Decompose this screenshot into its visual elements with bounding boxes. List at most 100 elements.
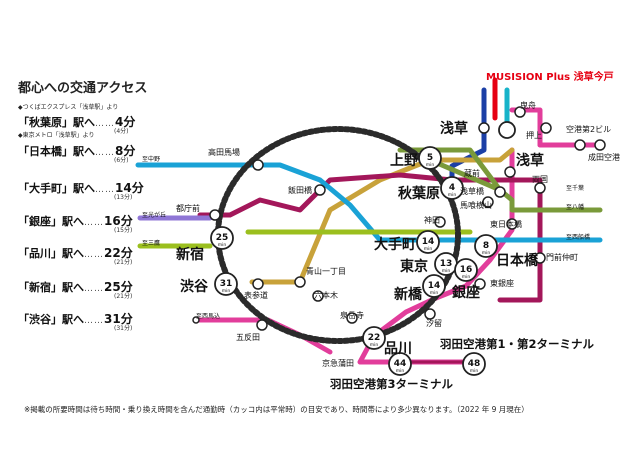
access-dest: 「日本橋」駅へ <box>18 145 95 158</box>
svg-text:min: min <box>448 192 457 198</box>
svg-text:min: min <box>218 242 227 248</box>
svg-text:min: min <box>482 250 491 256</box>
station-shinjuku: 新宿 <box>176 247 204 263</box>
label-yachiyo: 至八幡 <box>566 204 585 211</box>
asakusa-tx-dot <box>478 122 490 134</box>
nishimagome-dot <box>192 316 200 324</box>
station-iidabashi: 飯田橋 <box>288 186 312 195</box>
station-kanda: 神田 <box>424 216 440 225</box>
station-omotesando: 表参道 <box>244 291 268 300</box>
access-row-shinjuku: 「新宿」駅へ……25分 <box>18 280 133 294</box>
access-dest: 「新宿」駅へ <box>18 281 84 294</box>
svg-text:14: 14 <box>422 237 435 247</box>
station-gotanda: 五反田 <box>236 333 260 342</box>
sengakuji-dot <box>346 312 358 324</box>
station-takadanobaba: 高田馬場 <box>208 148 240 157</box>
label-chuo: 至中野 <box>142 156 161 163</box>
access-min: 14分 <box>115 181 144 195</box>
label-chiba: 至千葉 <box>566 185 585 192</box>
station-keikyukamata: 京急蒲田 <box>322 359 354 368</box>
property-name: MUSISION Plus 浅草今戸 <box>486 72 614 83</box>
airport2-dot <box>594 139 606 151</box>
station-ueno: 上野 <box>390 153 418 169</box>
access-dest: 「銀座」駅へ <box>18 215 84 228</box>
access-row-otemachi: 「大手町」駅へ……14分 <box>18 181 144 195</box>
station-nihonbashi: 日本橋 <box>496 253 538 269</box>
label-nishifunabashi: 至西船橋 <box>566 234 591 241</box>
gotanda-dot <box>256 319 268 331</box>
omotesando-dot <box>252 278 264 290</box>
station-asakusa-tx: 浅草 <box>440 121 468 137</box>
access-sub: (4分) <box>114 128 129 135</box>
hibiya-line <box>397 147 603 213</box>
access-min: 8分 <box>115 144 136 158</box>
kuramae-dot <box>504 166 516 178</box>
station-kuramae: 蔵前 <box>464 169 480 178</box>
access-row-nihonbashi: 「日本橋」駅へ……8分 <box>18 144 136 158</box>
access-dest: 「品川」駅へ <box>18 247 84 260</box>
access-min: 16分 <box>104 214 133 228</box>
access-sub: (21分) <box>114 293 133 300</box>
monzen-dot <box>534 252 546 264</box>
station-tokyo: 東京 <box>400 259 428 275</box>
access-min: 22分 <box>104 246 133 260</box>
station-hikifune: 曳舟 <box>520 101 536 110</box>
shiodome-dot <box>424 308 436 320</box>
station-asakusabashi: 浅草橋 <box>460 187 484 196</box>
station-airport2: 空港第2ビル <box>566 125 612 134</box>
svg-text:min: min <box>426 162 435 168</box>
access-sub: (13分) <box>114 194 133 201</box>
station-roppongi: 六本木 <box>314 291 338 300</box>
station-akihabara: 秋葉原 <box>398 186 440 202</box>
svg-text:48: 48 <box>468 359 481 369</box>
station-narita: 成田空港 <box>588 153 620 162</box>
svg-text:min: min <box>396 368 405 374</box>
footnote: ※掲載の所要時間は待ち時間・乗り換え時間を含んだ通勤時（カッコ内は平常時）の目安… <box>24 405 529 414</box>
station-sengakuji: 泉岳寺 <box>340 311 364 320</box>
station-toshimae: 都庁前 <box>176 204 200 213</box>
access-row-ginza: 「銀座」駅へ……16分 <box>18 214 133 228</box>
svg-text:min: min <box>424 246 433 252</box>
terminal-haneda-1-2: 羽田空港第1・第2ターミナル <box>440 337 595 351</box>
label-mitaka: 至三鷹 <box>142 240 161 247</box>
higashinihonbashi-dot <box>506 218 518 230</box>
station-shimbashi: 新橋 <box>394 287 422 303</box>
svg-text:16: 16 <box>460 265 473 275</box>
label-hikarigaoka: 至光が丘 <box>142 212 167 219</box>
hikifune-dot <box>514 106 526 118</box>
access-min: 25分 <box>104 280 133 294</box>
svg-text:31: 31 <box>220 279 233 289</box>
svg-text:5: 5 <box>427 153 433 163</box>
access-row-shinagawa: 「品川」駅へ……22分 <box>18 246 133 260</box>
ginza-line <box>427 147 515 163</box>
aoyama-dot <box>294 276 306 288</box>
station-oshiage: 押上 <box>526 131 542 140</box>
svg-text:22: 22 <box>368 333 381 343</box>
narita-dot <box>574 139 586 151</box>
station-shibuya: 渋谷 <box>180 279 208 295</box>
note-tx: ◆つくばエクスプレス「浅草駅」より <box>18 104 119 111</box>
roppongi-dot <box>312 290 324 302</box>
svg-text:min: min <box>222 288 231 294</box>
svg-text:min: min <box>442 268 451 274</box>
station-otemachi: 大手町 <box>374 237 416 253</box>
access-row-shibuya: 「渋谷」駅へ……31分 <box>18 312 133 326</box>
access-dest: 「秋葉原」駅へ <box>18 116 95 129</box>
station-monzen: 門前仲町 <box>546 253 578 262</box>
iidabashi-dot <box>314 184 326 196</box>
svg-text:14: 14 <box>428 281 441 291</box>
station-higashinihonbashi: 東日本橋 <box>490 220 522 229</box>
higashiginza-dot <box>474 278 486 290</box>
station-aoyama: 青山一丁目 <box>306 267 346 276</box>
svg-text:min: min <box>370 342 379 348</box>
access-dest: 「大手町」駅へ <box>18 182 95 195</box>
